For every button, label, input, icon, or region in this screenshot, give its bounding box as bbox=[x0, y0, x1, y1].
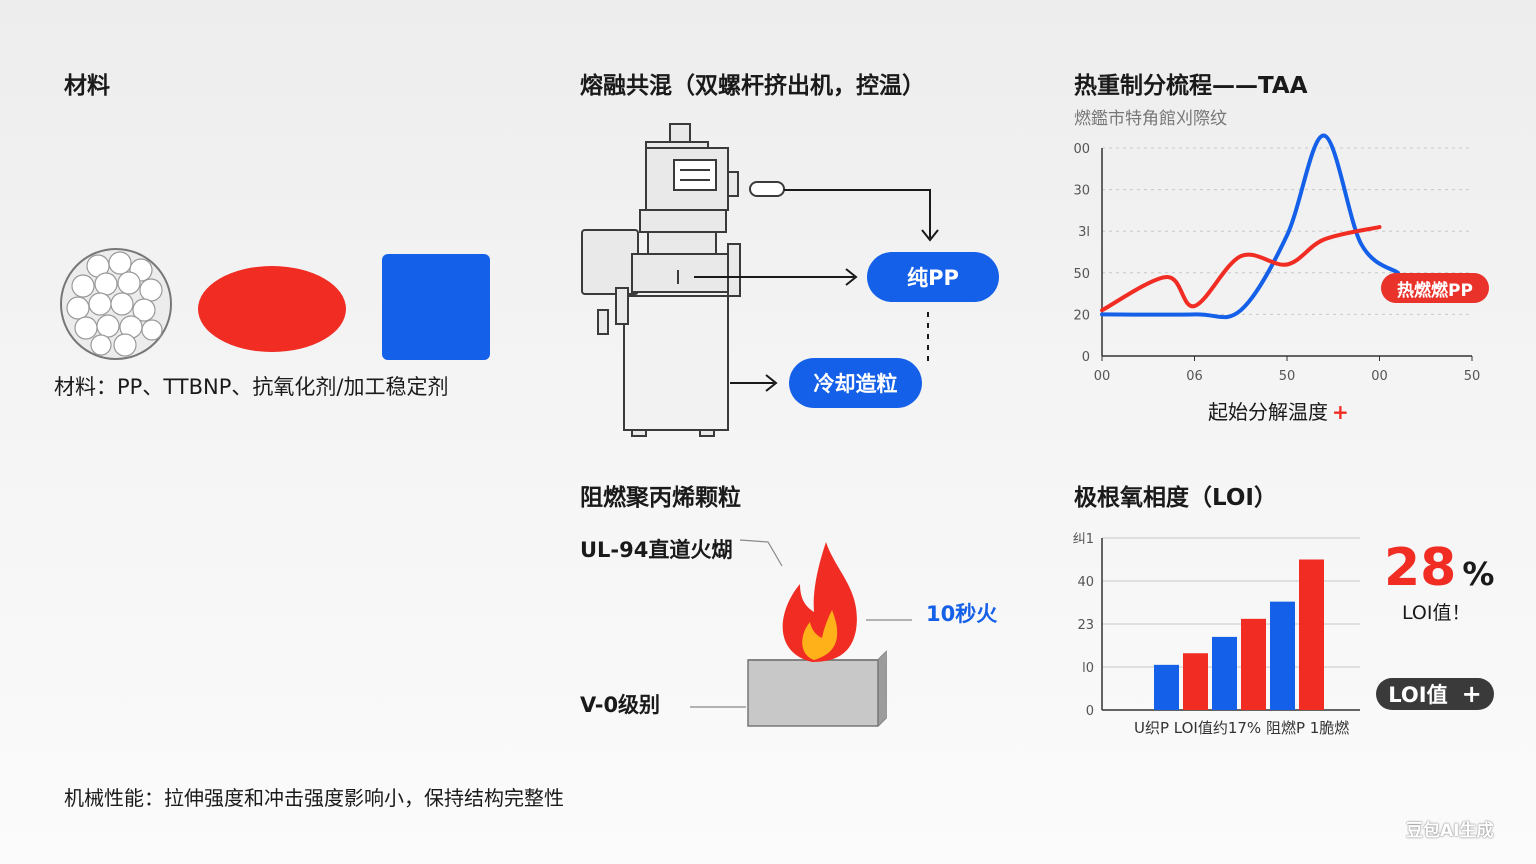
tga-y-tick: 50 bbox=[1073, 267, 1090, 282]
loi-bar-5 bbox=[1299, 559, 1324, 710]
materials-title: 材料 bbox=[64, 73, 110, 99]
red-ellipse bbox=[198, 266, 346, 352]
tga-xlabel: 起始分解温度+ bbox=[1208, 396, 1349, 425]
plus-icon: + bbox=[1332, 400, 1349, 424]
flame-test-icon bbox=[690, 539, 912, 727]
v0-grade-label: V-0级别 bbox=[580, 693, 661, 717]
tga-x-tick: 50 bbox=[1279, 369, 1296, 384]
loi-big-unit: % bbox=[1462, 555, 1495, 593]
pure-pp-pill: 纯PP bbox=[867, 252, 999, 302]
loi-big-value: 28% bbox=[1384, 542, 1494, 594]
materials-caption: 材料：PP、TTBNP、抗氧化剂/加工稳定剂 bbox=[54, 375, 449, 399]
loi-category-label: U织P LOI值约17% 阻燃P 1脆燃 bbox=[1134, 719, 1349, 737]
loi-y-tick: l0 bbox=[1082, 661, 1094, 676]
tga-series-line-1 bbox=[1100, 225, 1382, 313]
pellets-icon bbox=[60, 248, 172, 360]
loi-bar-2 bbox=[1212, 636, 1237, 710]
tga-title: 热重制分梳程——TAA bbox=[1074, 73, 1308, 99]
tga-chart: 0 20 50 3l 30 00 00 06 50 00 50 bbox=[1073, 133, 1480, 384]
tga-x-tick: 00 bbox=[1371, 369, 1388, 384]
tga-x-tick: 06 bbox=[1186, 369, 1203, 384]
tga-y-tick: 00 bbox=[1073, 142, 1090, 157]
loi-big-number: 28 bbox=[1384, 538, 1457, 598]
loi-big-caption: LOI值！ bbox=[1402, 602, 1471, 624]
pellet-title: 阻燃聚丙烯颗粒 bbox=[580, 485, 741, 511]
ul94-label: UL-94直道火煳 bbox=[580, 538, 733, 562]
loi-badge: LOI值 + bbox=[1376, 678, 1494, 710]
tga-x-tick: 50 bbox=[1464, 369, 1480, 384]
loi-y-tick: 纠1 bbox=[1073, 532, 1094, 547]
tga-y-tick: 30 bbox=[1073, 184, 1090, 199]
loi-bar-0 bbox=[1154, 664, 1179, 710]
loi-y-tick: 0 bbox=[1086, 704, 1094, 719]
loi-y-tick: 40 bbox=[1077, 575, 1094, 590]
ten-second-label: 10秒火 bbox=[926, 602, 998, 626]
loi-bar-3 bbox=[1241, 618, 1266, 710]
cooling-pellet-pill: 冷却造粒 bbox=[789, 358, 922, 408]
watermark: 豆包AI生成 bbox=[1406, 821, 1494, 841]
loi-chart: 0 l0 23 40 纠1 U织P LOI值约17% 阻燃P 1脆燃 bbox=[1073, 532, 1360, 737]
tga-badge: 热燃燃PP bbox=[1381, 273, 1489, 303]
blue-square bbox=[382, 254, 490, 360]
tga-y-tick: 0 bbox=[1082, 350, 1090, 365]
tga-series-line-0 bbox=[1100, 133, 1400, 320]
loi-title: 极根氧相度（LOI） bbox=[1074, 485, 1277, 511]
tga-y-tick: 3l bbox=[1078, 225, 1090, 240]
tga-x-tick: 00 bbox=[1094, 369, 1111, 384]
loi-bar-4 bbox=[1270, 601, 1295, 710]
flame-icon bbox=[782, 542, 857, 662]
tga-y-tick: 20 bbox=[1073, 308, 1090, 323]
melt-title: 熔融共混（双螺杆挤出机，控温） bbox=[580, 73, 925, 99]
plus-icon: + bbox=[1461, 680, 1482, 708]
loi-badge-text: LOI值 bbox=[1388, 683, 1448, 707]
tga-subtitle: 燃鑑市特角館刈際纹 bbox=[1074, 109, 1227, 129]
extruder-icon bbox=[581, 123, 939, 437]
tga-xlabel-text: 起始分解温度 bbox=[1208, 400, 1328, 424]
footer-mechanical: 机械性能：拉伸强度和冲击强度影响小，保持结构完整性 bbox=[64, 786, 564, 810]
loi-y-tick: 23 bbox=[1077, 618, 1094, 633]
loi-bar-1 bbox=[1183, 653, 1208, 710]
